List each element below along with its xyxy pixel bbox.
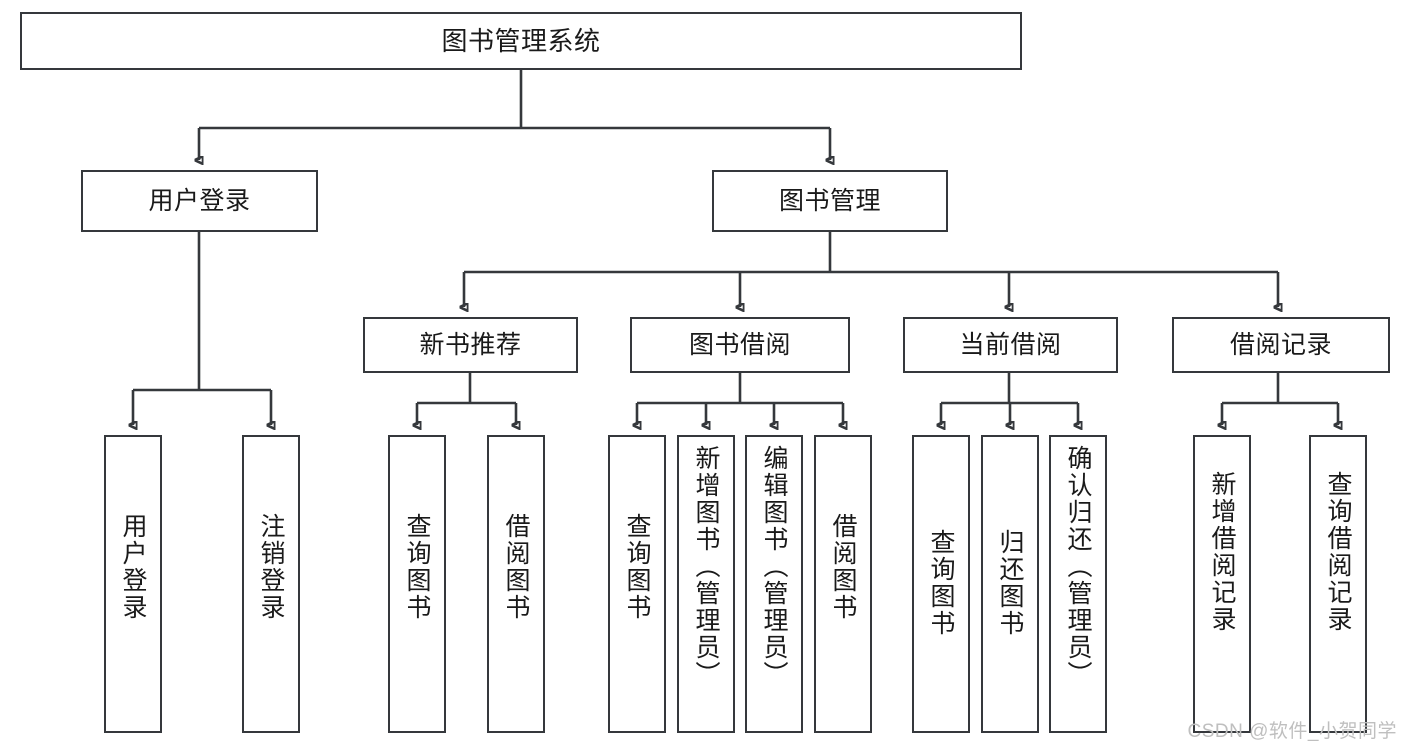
leaf-user-login-login[interactable]: 用户登录 — [104, 435, 162, 733]
node-label: 确认归还（管理员） — [1064, 445, 1092, 688]
node-label: 借阅图书 — [502, 513, 530, 621]
node-label: 图书管理 — [778, 186, 881, 215]
leaf-current-borrow-confirm[interactable]: 确认归还（管理员） — [1049, 435, 1107, 733]
node-book-management[interactable]: 图书管理 — [712, 170, 948, 232]
node-label: 新增借阅记录 — [1208, 471, 1236, 633]
node-label: 新增图书（管理员） — [692, 445, 720, 688]
node-label: 图书借阅 — [688, 330, 791, 359]
leaf-book-borrow-add[interactable]: 新增图书（管理员） — [677, 435, 735, 733]
node-label: 借阅记录 — [1229, 330, 1332, 359]
leaf-new-book-borrow[interactable]: 借阅图书 — [487, 435, 545, 733]
node-label: 查询借阅记录 — [1324, 471, 1352, 633]
node-borrow-record[interactable]: 借阅记录 — [1172, 317, 1390, 373]
node-label: 归还图书 — [996, 529, 1024, 637]
node-label: 当前借阅 — [959, 330, 1062, 359]
node-user-login[interactable]: 用户登录 — [81, 170, 318, 232]
node-label: 查询图书 — [623, 513, 651, 621]
leaf-current-borrow-query[interactable]: 查询图书 — [912, 435, 970, 733]
node-label: 注销登录 — [257, 513, 285, 621]
node-new-book-recommend[interactable]: 新书推荐 — [363, 317, 578, 373]
leaf-book-borrow-borrow[interactable]: 借阅图书 — [814, 435, 872, 733]
leaf-borrow-record-query[interactable]: 查询借阅记录 — [1309, 435, 1367, 733]
leaf-borrow-record-add[interactable]: 新增借阅记录 — [1193, 435, 1251, 733]
leaf-new-book-query[interactable]: 查询图书 — [388, 435, 446, 733]
node-label: 编辑图书（管理员） — [760, 445, 788, 688]
node-label: 新书推荐 — [419, 330, 522, 359]
node-label: 用户登录 — [119, 513, 147, 621]
node-label: 用户登录 — [148, 186, 251, 215]
node-label: 查询图书 — [403, 513, 431, 621]
node-book-borrow[interactable]: 图书借阅 — [630, 317, 850, 373]
leaf-book-borrow-query[interactable]: 查询图书 — [608, 435, 666, 733]
node-label: 查询图书 — [927, 529, 955, 637]
leaf-user-login-logout[interactable]: 注销登录 — [242, 435, 300, 733]
watermark: CSDN @软件_小贺同学 — [1187, 721, 1397, 742]
node-root-system[interactable]: 图书管理系统 — [20, 12, 1022, 70]
leaf-current-borrow-return[interactable]: 归还图书 — [981, 435, 1039, 733]
leaf-book-borrow-edit[interactable]: 编辑图书（管理员） — [745, 435, 803, 733]
node-label: 图书管理系统 — [441, 25, 601, 56]
node-current-borrow[interactable]: 当前借阅 — [903, 317, 1118, 373]
node-label: 借阅图书 — [829, 513, 857, 621]
